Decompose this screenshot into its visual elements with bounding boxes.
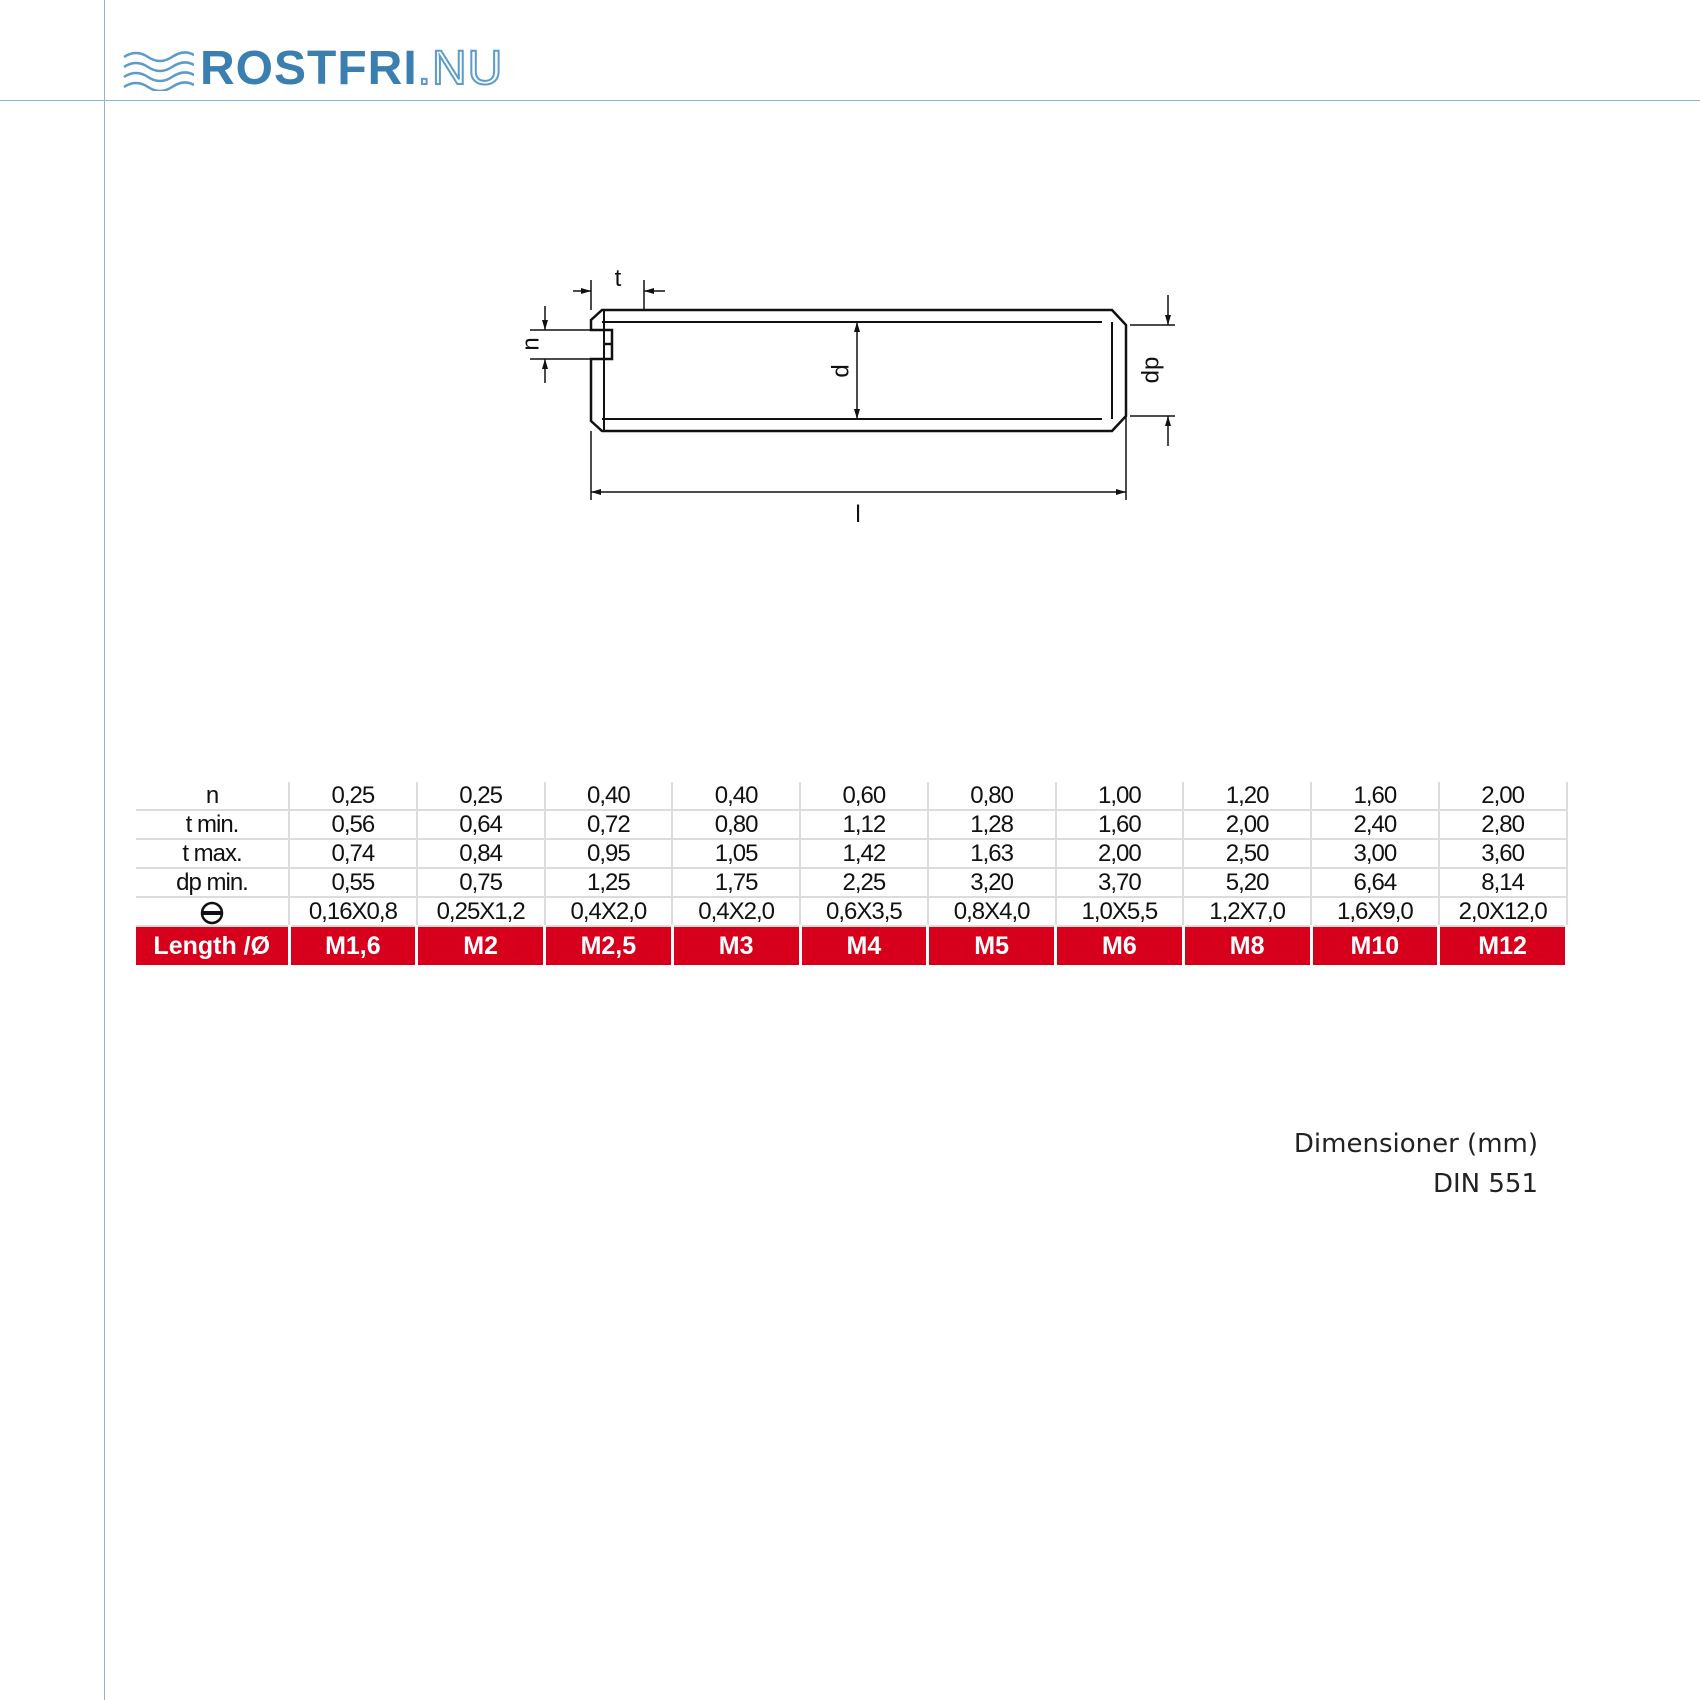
label-d: d [827,364,854,377]
size-header-cell: M2 [416,926,546,965]
table-cell: 1,60 [1055,810,1185,840]
dimension-lines [530,280,1175,500]
row-label: t min. [136,810,290,840]
table-cell: 0,4X2,0 [672,897,801,927]
table-cell: 2,00 [1183,810,1312,840]
table-cell: 1,05 [672,839,801,869]
row-label: dp min. [136,868,290,898]
size-header-cell: M8 [1183,926,1313,965]
table-cell: 1,75 [672,868,801,898]
table-cell: 0,55 [289,868,418,898]
table-cell: 3,00 [1311,839,1440,869]
label-t: t [615,270,622,292]
table-cell: 1,2X7,0 [1183,897,1312,927]
table-cell: 0,4X2,0 [544,897,674,927]
table-cell: 2,40 [1311,810,1440,840]
label-dp: dp [1137,357,1164,384]
frame-horizontal-line [0,100,1700,101]
table-cell: 0,25 [289,782,418,811]
table-cell: 0,25 [416,782,546,811]
table-cell: 1,20 [1183,782,1312,811]
table-cell: 1,63 [927,839,1057,869]
table-cell: 0,95 [544,839,674,869]
table-cell: 2,00 [1055,839,1185,869]
table-cell: 1,6X9,0 [1311,897,1440,927]
table-cell: 6,64 [1311,868,1440,898]
table-cell: 1,25 [544,868,674,898]
size-header-cell: M5 [927,926,1057,965]
standard-note: DIN 551 [1432,1169,1538,1199]
table-cell: 2,50 [1183,839,1312,869]
table-cell: 3,70 [1055,868,1185,898]
size-header-cell: M1,6 [289,926,419,965]
size-header-cell: M12 [1438,926,1568,965]
header-label: Length /Ø [136,926,291,965]
screw-outline [589,308,1128,433]
table-cell: 0,56 [289,810,418,840]
table-cell: 0,16X0,8 [289,897,418,927]
table-cell: 2,0X12,0 [1438,897,1568,927]
size-header-cell: M6 [1055,926,1185,965]
row-label: n [136,782,290,811]
set-screw-drawing: t n d dp l [517,270,1175,528]
size-header-cell: M3 [672,926,802,965]
table-cell: 0,40 [672,782,801,811]
brand-name: ROSTFRI.NU [200,42,504,95]
table-cell: 2,80 [1438,810,1568,840]
table-cell: 0,40 [544,782,674,811]
table-cell: 5,20 [1183,868,1312,898]
brand-logo: ROSTFRI.NU [122,44,503,94]
table-cell: 1,28 [927,810,1057,840]
table-cell: 1,12 [800,810,929,840]
table-cell: 1,00 [1055,782,1185,811]
label-n: n [517,337,544,350]
table-cell: 0,64 [416,810,546,840]
frame-vertical-line [104,0,105,1700]
row-label-slot [136,897,290,927]
table-cell: 0,84 [416,839,546,869]
brand-name-suffix: .NU [417,42,504,95]
table-cell: 0,80 [927,782,1057,811]
size-header-cell: M2,5 [544,926,674,965]
table-cell: 8,14 [1438,868,1568,898]
table-cell: 3,20 [927,868,1057,898]
table-cell: 0,72 [544,810,674,840]
table-cell: 0,6X3,5 [800,897,929,927]
waves-icon [123,51,194,91]
unit-note: Dimensioner (mm) [1293,1129,1538,1159]
table-cell: 0,60 [800,782,929,811]
table-cell: 2,25 [800,868,929,898]
table-cell: 3,60 [1438,839,1568,869]
table-cell: 0,74 [289,839,418,869]
dimension-note: Dimensioner (mm) DIN 551 [1294,1124,1538,1204]
size-header-cell: M4 [800,926,930,965]
table-cell: 1,0X5,5 [1055,897,1185,927]
table-cell: 2,00 [1438,782,1568,811]
size-header-cell: M10 [1311,926,1441,965]
table-cell: 0,25X1,2 [416,897,546,927]
slot-head-icon [200,901,224,924]
table-cell: 0,8X4,0 [927,897,1057,927]
brand-name-main: ROSTFRI [200,42,418,95]
table-cell: 1,60 [1311,782,1440,811]
row-label: t max. [136,839,290,869]
label-l: l [855,501,860,528]
table-cell: 0,80 [672,810,801,840]
table-cell: 0,75 [416,868,546,898]
table-cell: 1,42 [800,839,929,869]
